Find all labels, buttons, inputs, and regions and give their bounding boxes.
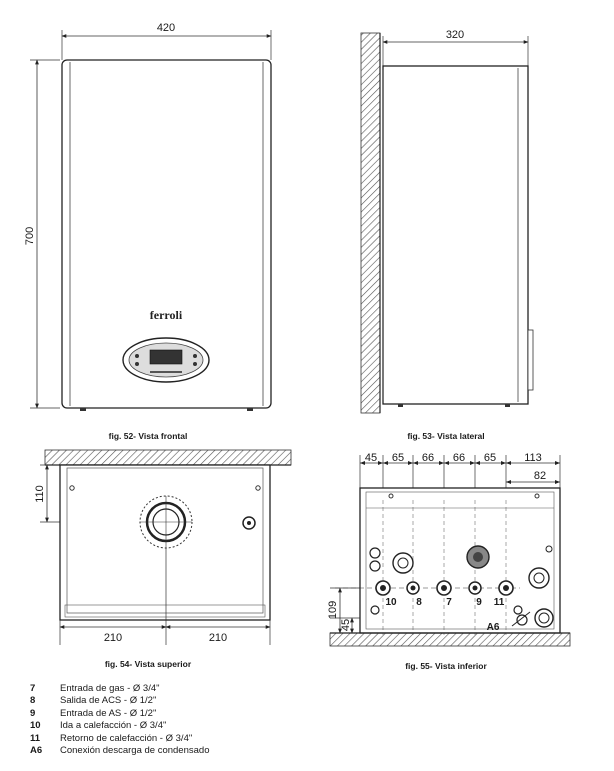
spacing-3: 66: [422, 452, 434, 464]
connector-label-10: 10: [385, 597, 397, 608]
spacing-4: 66: [453, 452, 465, 464]
top-offset-label: 110: [34, 485, 46, 503]
spacing-6: 113: [524, 452, 542, 464]
connector-label-11: 11: [494, 597, 505, 608]
height-a-label: 109: [327, 601, 339, 619]
connector-label-8: 8: [416, 597, 422, 608]
legend-code: A6: [30, 745, 43, 757]
control-panel: [122, 337, 210, 383]
front-view: 420 700 ferroli fig. 52- Vista frontal: [24, 22, 272, 441]
spacing-dims: 45 65 66 66 65 113 82: [359, 452, 561, 490]
boiler-front-body: [61, 59, 272, 409]
front-height-label: 700: [24, 227, 36, 245]
legend-text: Conexión descarga de condensado: [60, 745, 210, 757]
boiler-top-body: [59, 464, 271, 621]
legend-text: Entrada de AS - Ø 1/2": [60, 707, 157, 719]
top-left-label: 210: [104, 632, 122, 644]
legend-row: 7 Entrada de gas - Ø 3/4": [30, 683, 209, 695]
top-caption: fig. 54- Vista superior: [105, 659, 192, 669]
bottom-caption: fig. 55- Vista inferior: [405, 661, 487, 671]
spacing-1: 45: [365, 452, 377, 464]
legend: 7 Entrada de gas - Ø 3/4" 8 Salida de AC…: [30, 683, 209, 757]
front-width-label: 420: [157, 22, 175, 34]
legend-text: Salida de ACS - Ø 1/2": [60, 695, 157, 707]
legend-code: 10: [30, 720, 41, 732]
floor-hatch: [329, 632, 571, 647]
flue-outlet: [139, 495, 193, 549]
top-view: 110 210 210 fig. 54- Vista superior: [34, 449, 292, 669]
condensate-drain: A6: [370, 605, 554, 633]
legend-row: A6 Conexión descarga de condensado: [30, 745, 209, 757]
top-right-label: 210: [209, 632, 227, 644]
connectors-row: 10 8 7 9 11: [335, 580, 520, 608]
height-b-label: 45: [340, 619, 352, 631]
connector-label-9: 9: [476, 597, 482, 608]
boiler-bottom-body: [359, 487, 561, 634]
front-caption: fig. 52- Vista frontal: [109, 431, 188, 441]
legend-row: 8 Salida de ACS - Ø 1/2": [30, 695, 209, 707]
legend-text: Ida a calefacción - Ø 3/4": [60, 720, 167, 732]
boiler-side-body: [382, 65, 529, 405]
side-caption: fig. 53- Vista lateral: [407, 431, 484, 441]
legend-row: 10 Ida a calefacción - Ø 3/4": [30, 720, 209, 732]
side-view: 320 fig. 53- Vista lateral: [360, 29, 534, 441]
brand-logo: ferroli: [150, 308, 183, 322]
legend-row: 11 Retorno de calefacción - Ø 3/4": [30, 733, 209, 745]
spacing-5: 65: [484, 452, 496, 464]
legend-text: Retorno de calefacción - Ø 3/4": [60, 732, 193, 744]
legend-row: 9 Entrada de AS - Ø 1/2": [30, 708, 209, 720]
side-depth-label: 320: [446, 29, 464, 41]
legend-code: 7: [30, 683, 36, 694]
drain-label: A6: [487, 622, 500, 633]
legend-text: Entrada de gas - Ø 3/4": [60, 683, 160, 694]
legend-code: 9: [30, 707, 36, 719]
display-screen: [149, 349, 183, 365]
connector-label-7: 7: [446, 597, 452, 608]
ceiling-hatch: [44, 449, 292, 466]
spacing-2: 65: [392, 452, 404, 464]
bottom-view: 45 65 66 66 65 113 82: [327, 452, 571, 671]
legend-code: 11: [30, 732, 41, 744]
wall-hatch: [360, 32, 381, 414]
legend-code: 8: [30, 695, 36, 707]
right-offset-label: 82: [534, 470, 546, 482]
